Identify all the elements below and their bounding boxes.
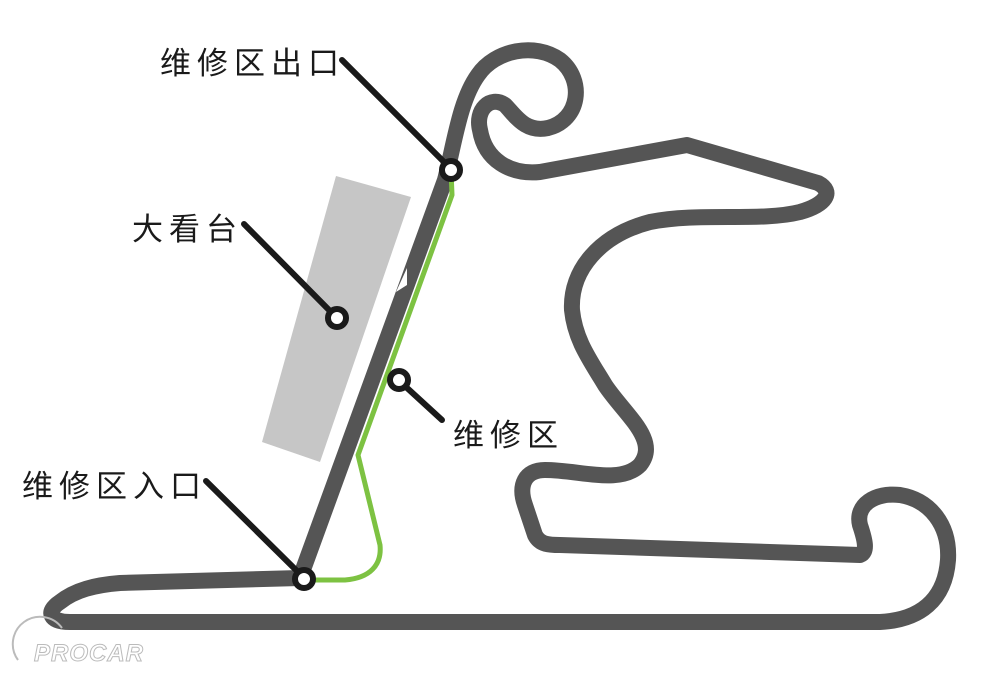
pit-entry-label: 维修区入口	[22, 469, 207, 505]
direction-arrow-icon	[396, 268, 407, 292]
pit-entry-marker	[292, 567, 316, 591]
leader-lines	[203, 57, 447, 574]
pit-lane-label: 维修区	[453, 418, 564, 454]
pit-entry-leader	[203, 478, 300, 574]
grandstand-marker	[325, 306, 349, 330]
race-track	[43, 42, 957, 630]
pit-lane-marker	[387, 368, 411, 392]
grandstand-label: 大看台	[132, 212, 243, 248]
procar-logo: PROCAR	[33, 640, 145, 668]
marker-rings	[292, 158, 463, 591]
pit-exit-leader	[339, 57, 447, 165]
pit-exit-marker	[439, 158, 463, 182]
pit-lane	[305, 169, 455, 583]
pit-exit-label: 维修区出口	[160, 46, 345, 82]
grandstand-leader	[241, 221, 333, 314]
pit-lane-leader	[403, 384, 445, 423]
logo-swoosh	[11, 615, 63, 661]
